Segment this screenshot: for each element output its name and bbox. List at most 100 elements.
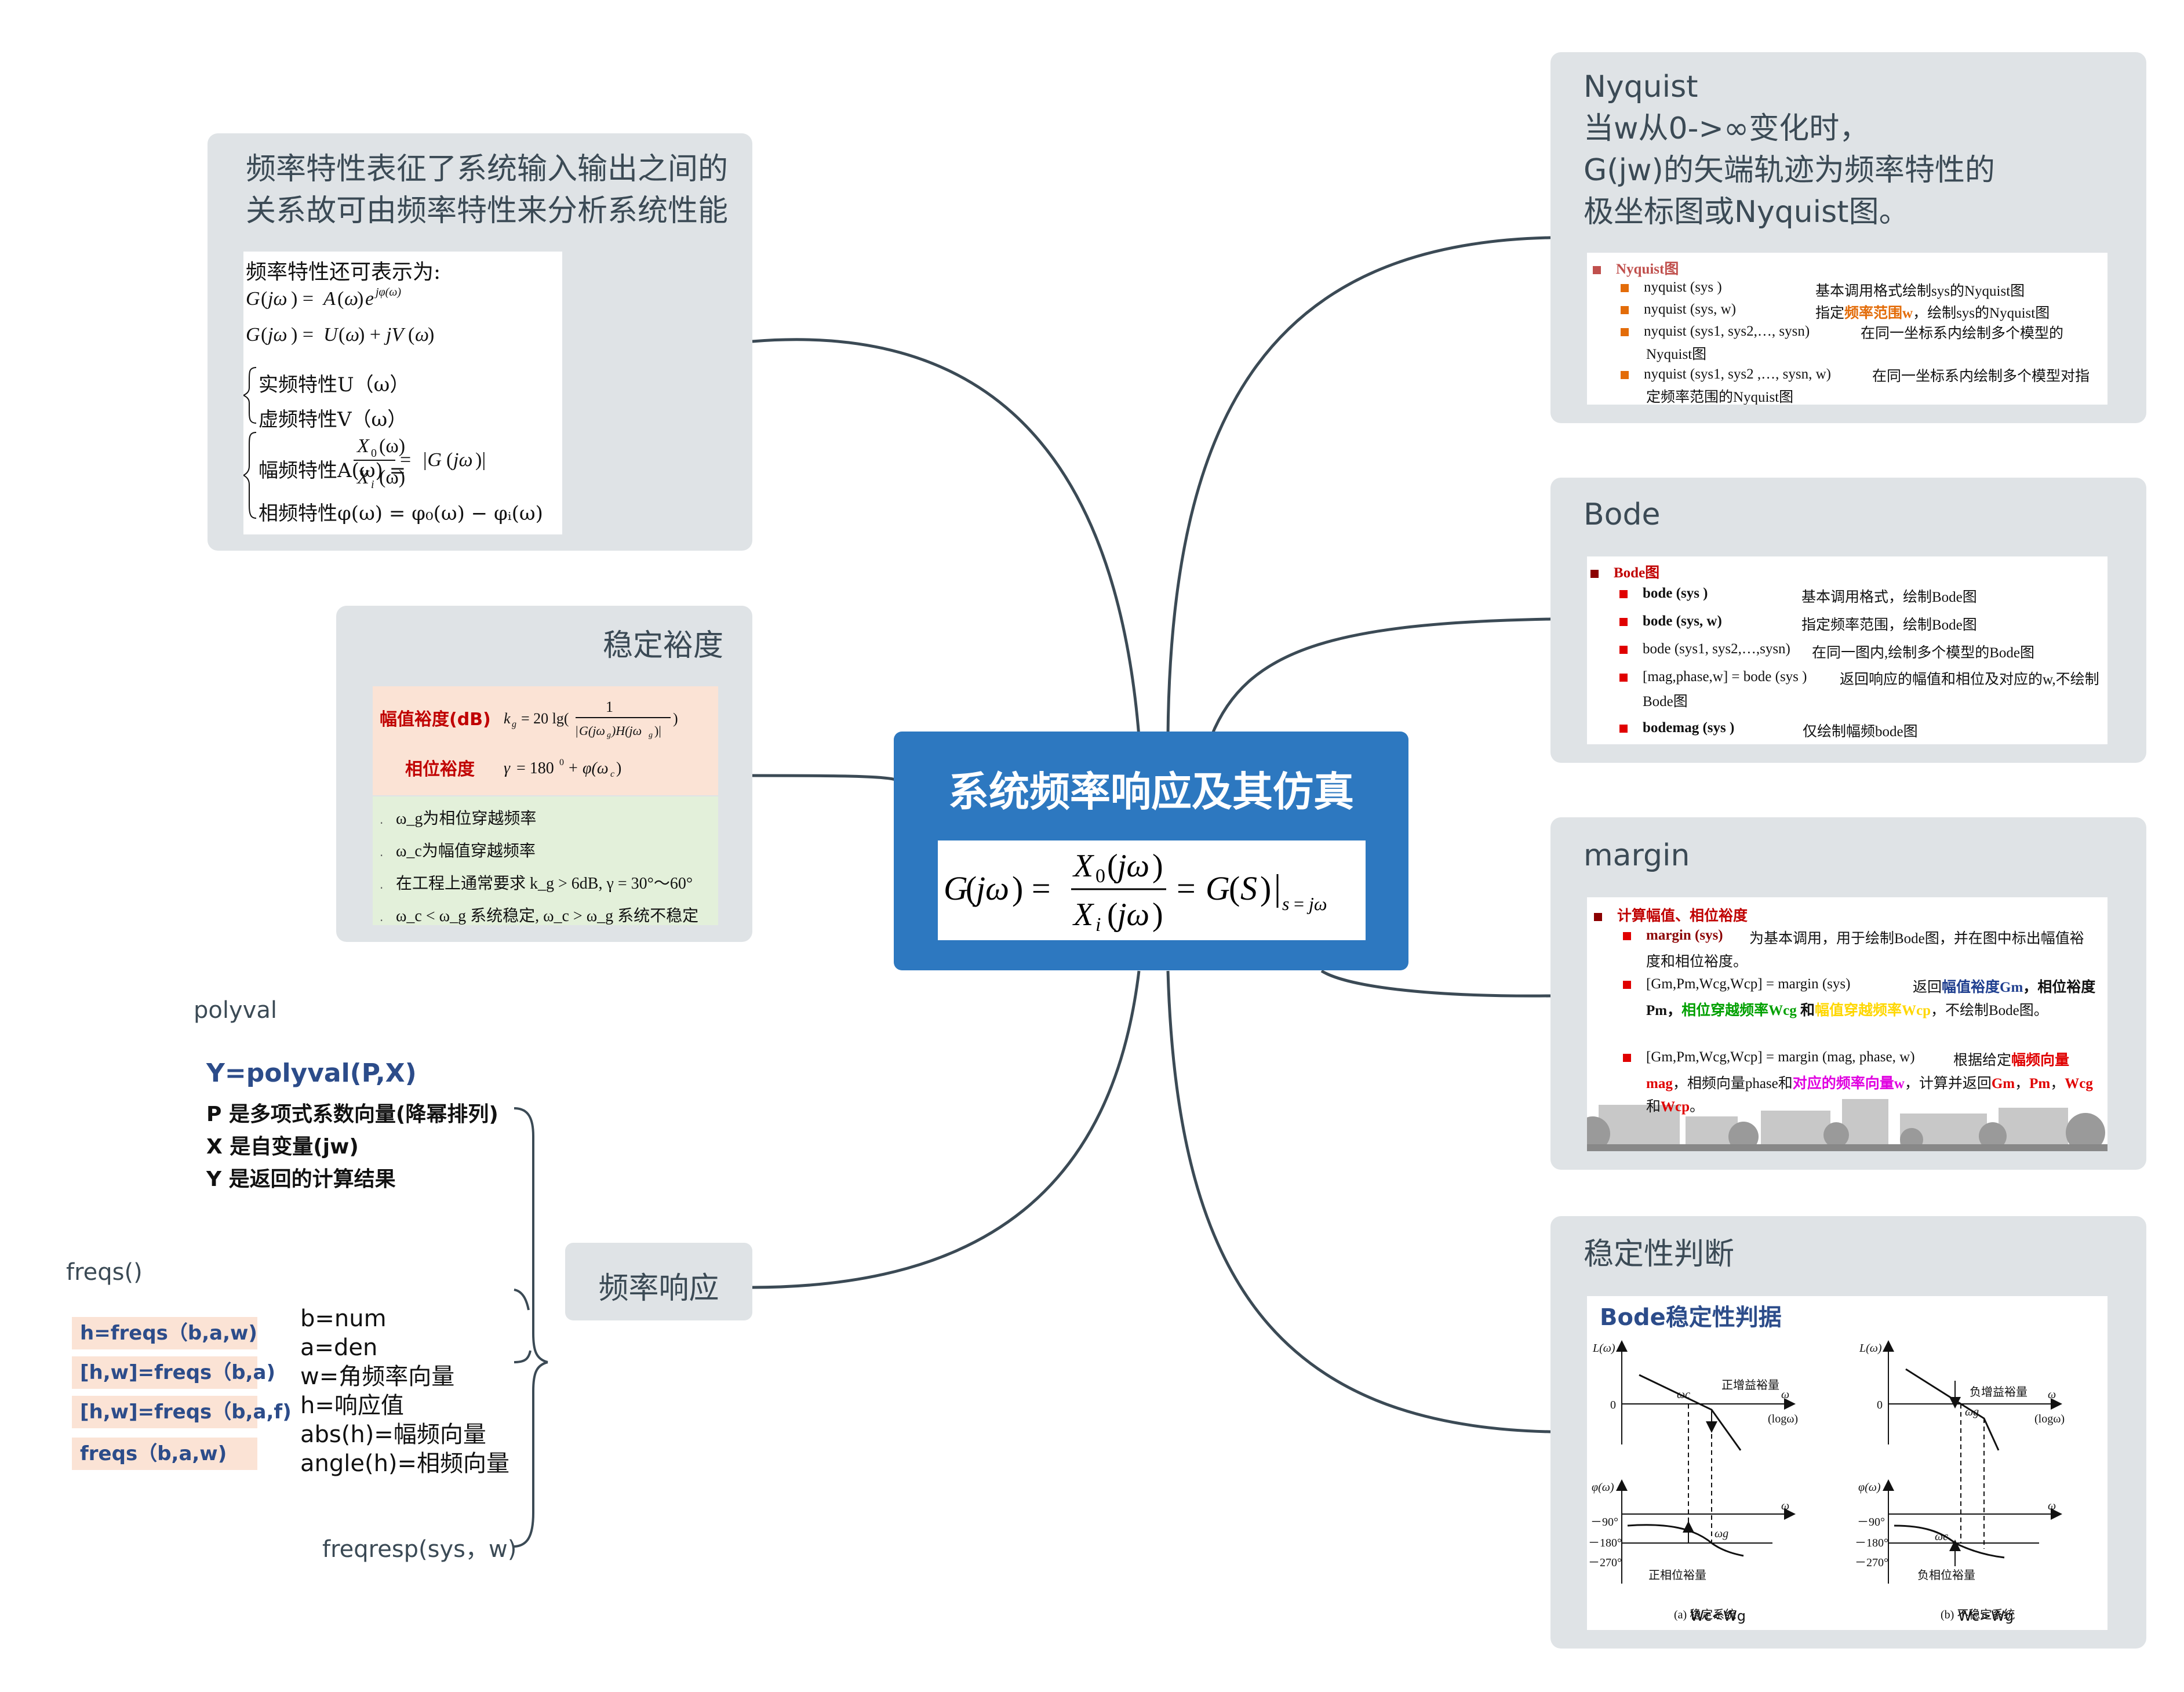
svg-text:= 20 lg(: = 20 lg( [521,710,569,727]
phase-label: 相频特性φ(ω) = φ₀(ω) − φᵢ(ω) [259,497,543,526]
bullet-icon [1593,266,1601,274]
a-y1: L(ω) [1592,1342,1615,1355]
svg-text:0: 0 [1095,865,1105,887]
bullet-icon [1619,725,1628,733]
margin-desc-3: 根据给定幅频向量mag，相频向量phase和对应的频率向量w，计算并返回Gm，P… [1646,1049,2098,1119]
connector-stability [1168,971,1550,1432]
freq-response-node[interactable]: 频率响应 [565,1243,752,1320]
phase-margin-label: 相位裕度 [405,755,475,780]
freq-response-label: 频率响应 [565,1264,752,1307]
freqs-call-4[interactable]: freqs（b,a,w) [72,1438,257,1470]
nyquist-header: Nyquist图 [1593,257,1679,278]
bode-header: Bode图 [1590,561,1659,582]
central-node[interactable]: 系统频率响应及其仿真 G ( jω ) = X 0 ( jω ) X i ( j… [894,732,1408,970]
svg-text:0: 0 [559,758,564,767]
svg-text:正相位裕量: 正相位裕量 [1648,1569,1706,1582]
svg-text:(: ( [337,288,344,310]
svg-text:i: i [1095,914,1101,936]
svg-text:A: A [322,288,336,310]
svg-text:γ: γ [504,759,511,777]
nyquist-desc-2: 指定频率范围w，绘制sys的Nyquist图 [1815,301,2050,322]
bullet-icon [1619,646,1628,654]
svg-text:jω: jω [1306,893,1327,914]
svg-text:): ) [428,324,434,345]
margin-desc-2: 返回幅值裕度Gm，相位裕度Pm，相位穿越频率Wcg 和幅值穿越频率Wcp，不绘制… [1646,976,2098,1023]
note-4: ω_c < ω_g 系统稳定, ω_c > ω_g 系统不稳定 [396,903,698,925]
nyquist-title: Nyquist 当w从0->∞变化时， G(jw)的矢端轨迹为频率特性的 极坐标… [1584,66,1995,233]
svg-text:(: ( [1107,897,1118,933]
svg-text:ωc: ωc [1935,1530,1948,1543]
svg-text:ωc: ωc [1677,1388,1690,1401]
svg-text:(: ( [446,449,453,471]
svg-text:G: G [1206,869,1230,907]
svg-text:) +: ) + [358,324,381,345]
bode-plot-unstable: L(ω) 0 ω (logω) ωg 负增益裕量 φ(ω) －90° －180°… [1854,1340,2107,1630]
svg-text:X: X [1072,897,1095,933]
svg-text:= 180: = 180 [516,759,554,777]
central-title: 系统频率响应及其仿真 [894,759,1408,818]
freqs-call-1[interactable]: h=freqs（b,a,w) [72,1317,257,1349]
gain-margin-label: 幅值裕度(dB) [380,705,491,730]
bode-item-3: bode (sys1, sys2,…,sysn) [1619,641,1790,657]
svg-text:jω: jω [1114,897,1149,933]
svg-text:ω: ω [415,324,429,345]
svg-text:c: c [610,769,614,779]
svg-text:ωg: ωg [1965,1406,1979,1418]
svg-text:) =: ) = [291,324,314,345]
margin-desc-1: 为基本调用，用于绘制Bode图，并在图中标出幅值裕度和相位裕度。 [1646,927,2098,974]
bode-desc-4: 返回响应的幅值和相位及对应的w,不绘制Bode图 [1643,669,2101,713]
svg-text:)|: )| [475,449,486,471]
bullet-icon [1621,284,1629,292]
bode-item-5: bodemag (sys ) [1619,720,1734,736]
bullet-icon [1619,618,1628,626]
svg-text:ω: ω [2048,1388,2056,1401]
svg-text:=: = [1177,869,1196,907]
svg-text:) =: ) = [1012,869,1051,907]
bode-plot-stable: L(ω) 0 ω (logω) ωc 正增益裕量 φ(ω) －90° －180°… [1587,1340,1842,1630]
freqresp-label: freqresp(sys，w) [322,1530,516,1564]
freqs-call-3[interactable]: [h,w]=freqs（b,a,f) [72,1396,257,1428]
nyquist-item-1: nyquist (sys ) [1621,279,1722,296]
svg-text:e: e [365,288,374,310]
stability-header: Bode稳定性判据 [1600,1298,1782,1332]
svg-text:jV: jV [384,324,406,345]
bode-title: Bode [1584,494,1661,536]
svg-text:φ(ω: φ(ω [583,759,609,777]
svg-text:(: ( [1229,869,1240,907]
svg-text:ω: ω [1781,1388,1789,1401]
svg-text:－90°: －90° [1590,1516,1618,1529]
svg-text:－180°: －180° [1855,1537,1888,1549]
svg-text:1: 1 [606,698,613,715]
bode-item-2: bode (sys, w) [1619,613,1722,630]
svg-text:G: G [246,288,260,310]
margin-card: 计算幅值、相位裕度 margin (sys) 为基本调用，用于绘制Bode图，并… [1587,897,2107,1151]
stability-card: Bode稳定性判据 L(ω) 0 ω (logω) ωc 正增益裕量 φ(ω) … [1587,1296,2107,1630]
nyquist-item-2: nyquist (sys, w) [1621,301,1736,318]
connector-freq-response [752,971,1139,1287]
svg-text:0: 0 [1610,1399,1616,1411]
svg-text:S: S [1240,869,1257,907]
margin-notes-card: ω_g为相位穿越频率 ω_c为幅值穿越频率 在工程上通常要求 k_g > 6dB… [373,796,718,925]
margin-title: margin [1584,835,1690,876]
svg-text:)|: )| [654,723,661,738]
svg-text:ωg: ωg [1715,1527,1728,1540]
freqs-param-6: angle(h)=相频向量 [300,1449,509,1478]
svg-text:ω: ω [2048,1500,2056,1512]
svg-text:(logω): (logω) [1768,1413,1798,1425]
svg-text:k: k [504,710,511,727]
bode-desc-1: 基本调用格式，绘制Bode图 [1801,585,1977,606]
polyval-syntax: Y=polyval(P,X) [206,1058,417,1088]
freqs-call-2[interactable]: [h,w]=freqs（b,a) [72,1356,257,1389]
svg-text:U: U [323,324,339,345]
nyquist-desc-1: 基本调用格式绘制sys的Nyquist图 [1815,279,2025,300]
polyval-line-2: X 是自变量(jw) [206,1133,359,1162]
svg-text:－270°: －270° [1588,1556,1622,1569]
svg-text:G: G [944,869,968,907]
svg-text:(ω): (ω) [379,435,405,457]
svg-text:g: g [512,719,516,729]
bullet-icon [1619,674,1628,682]
svg-text:(: ( [1107,848,1118,884]
svg-text:(: ( [338,324,345,345]
polyval-line-3: Y 是返回的计算结果 [206,1165,396,1194]
connector-margin-panel [752,776,896,780]
